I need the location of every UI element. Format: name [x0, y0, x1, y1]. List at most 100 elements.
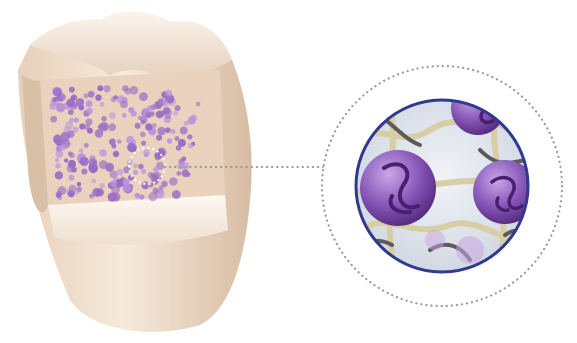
nanoparticle-dot — [55, 163, 61, 169]
nanoparticle-dot — [145, 123, 152, 130]
nanoparticle-dot — [68, 190, 75, 197]
nanoparticle-dot — [188, 143, 194, 149]
nanoparticle-dot — [108, 123, 116, 131]
nanoparticle-dot — [116, 169, 123, 176]
nanoparticle-dot — [68, 151, 73, 156]
nanoparticle-dot — [88, 91, 95, 98]
nanoparticle-dot — [95, 94, 102, 101]
nanoparticle-dot — [167, 138, 172, 143]
nanoparticle-dot — [83, 93, 88, 98]
nanoparticle-dot — [99, 160, 108, 169]
magnified-view — [322, 66, 562, 306]
nanoparticle-dot — [79, 123, 85, 129]
nanoparticle-dot — [108, 192, 117, 201]
nanoparticle-dot — [120, 101, 128, 109]
nanoparticle-dot — [170, 129, 175, 134]
nanoparticle-dot — [50, 116, 57, 123]
nanoparticle-dot — [74, 189, 80, 195]
nanoparticle-dot — [152, 173, 157, 178]
nanoparticle-dot — [117, 139, 121, 143]
nanoparticle-dot — [56, 104, 65, 113]
nanoparticle-dot — [176, 171, 181, 176]
nanoparticle-dot — [146, 113, 152, 119]
nanoparticle-dot — [122, 113, 127, 118]
nanoparticle-dot — [113, 95, 117, 99]
nanoparticle-large-left — [360, 150, 436, 226]
nanoparticle-dot — [181, 156, 186, 161]
nanoparticle-dot — [140, 132, 146, 138]
nanoparticle-dot — [101, 116, 107, 122]
nanoparticle-dot — [153, 167, 159, 173]
nanoparticle-dot — [191, 115, 198, 122]
nanoparticle-dot — [87, 128, 93, 134]
nanoparticle-dot — [103, 85, 110, 92]
nanoparticle-dot — [55, 158, 59, 162]
nanoparticle-dot — [157, 127, 165, 135]
nanoparticle-dot — [122, 85, 128, 91]
nanoparticle-dot — [138, 164, 144, 170]
nanoparticle-dot — [175, 105, 181, 111]
nanoparticle-dot — [133, 164, 138, 169]
nanoparticle-dot — [173, 111, 178, 116]
nanoparticle-dot — [69, 175, 75, 181]
nanoparticle-dot — [163, 107, 171, 115]
nanoparticle-dot — [68, 109, 74, 115]
nanoparticle-dot — [67, 164, 75, 172]
nanoparticle-dot — [69, 87, 75, 93]
nanoparticle-dot — [56, 191, 63, 198]
nanoparticle-dot — [80, 157, 89, 166]
nanoparticle-dot — [86, 100, 93, 107]
nanoparticle-dot — [54, 138, 59, 143]
nanoparticle-dot — [97, 85, 103, 91]
nanoparticle-dot — [162, 100, 168, 106]
nanoparticle-dot — [57, 93, 66, 102]
nanoparticle-dot — [91, 179, 96, 184]
nanoparticle-dot — [95, 129, 104, 138]
tooth — [18, 12, 252, 332]
nanoparticle-dot — [100, 102, 105, 107]
nanoparticle-dot — [141, 141, 146, 146]
nanoparticle-dot — [110, 180, 116, 186]
nanoparticle-dot — [56, 150, 64, 158]
nanoparticle-dot — [169, 177, 178, 186]
nanoparticle-dot — [64, 158, 68, 162]
nanoparticle-dot — [135, 193, 141, 199]
nanoparticle-dot — [180, 127, 188, 135]
nanoparticle-dot — [52, 97, 57, 102]
nanoparticle-dot — [128, 143, 137, 152]
nanoparticle-dot — [96, 188, 104, 196]
nanoparticle-dot — [146, 106, 152, 112]
nanoparticle-dot — [99, 183, 105, 189]
nanoparticle-dot — [135, 123, 141, 129]
nanoparticle-dot — [142, 181, 150, 189]
nanoparticle-dot — [139, 92, 148, 101]
nanoparticle-dot — [69, 118, 74, 123]
nanoparticle-dot — [184, 121, 189, 126]
nanoparticle-dot — [84, 143, 89, 148]
nanoparticle-dot — [81, 169, 87, 175]
nanoparticle-dot — [89, 158, 98, 167]
nanoparticle-dot — [79, 105, 85, 111]
nanoparticle-dot — [79, 148, 84, 153]
nanoparticle-dot — [74, 118, 79, 123]
nanoparticle-dot — [159, 185, 164, 190]
nanoparticle-dot — [128, 107, 134, 113]
nanoparticle-dot — [109, 138, 116, 145]
nanoparticle-dot — [109, 112, 116, 119]
nanoparticle-dot — [67, 130, 74, 137]
nanoparticle-dot — [123, 179, 130, 186]
nanoparticle-dot — [176, 145, 182, 151]
nanoparticle-dot — [182, 169, 190, 177]
nanoparticle-dot — [89, 194, 94, 199]
nanoparticle-dot — [77, 182, 81, 186]
nanoparticle-dot — [156, 135, 162, 141]
nanoparticle-dot — [85, 118, 92, 125]
nanoparticle-dot — [86, 108, 93, 115]
nanoparticle-dot — [152, 123, 157, 128]
nanoparticle-dot — [187, 134, 192, 139]
nanoparticle-dot — [113, 151, 119, 157]
nanoparticle-dot — [144, 152, 149, 157]
nanoparticle-dot — [172, 190, 181, 199]
